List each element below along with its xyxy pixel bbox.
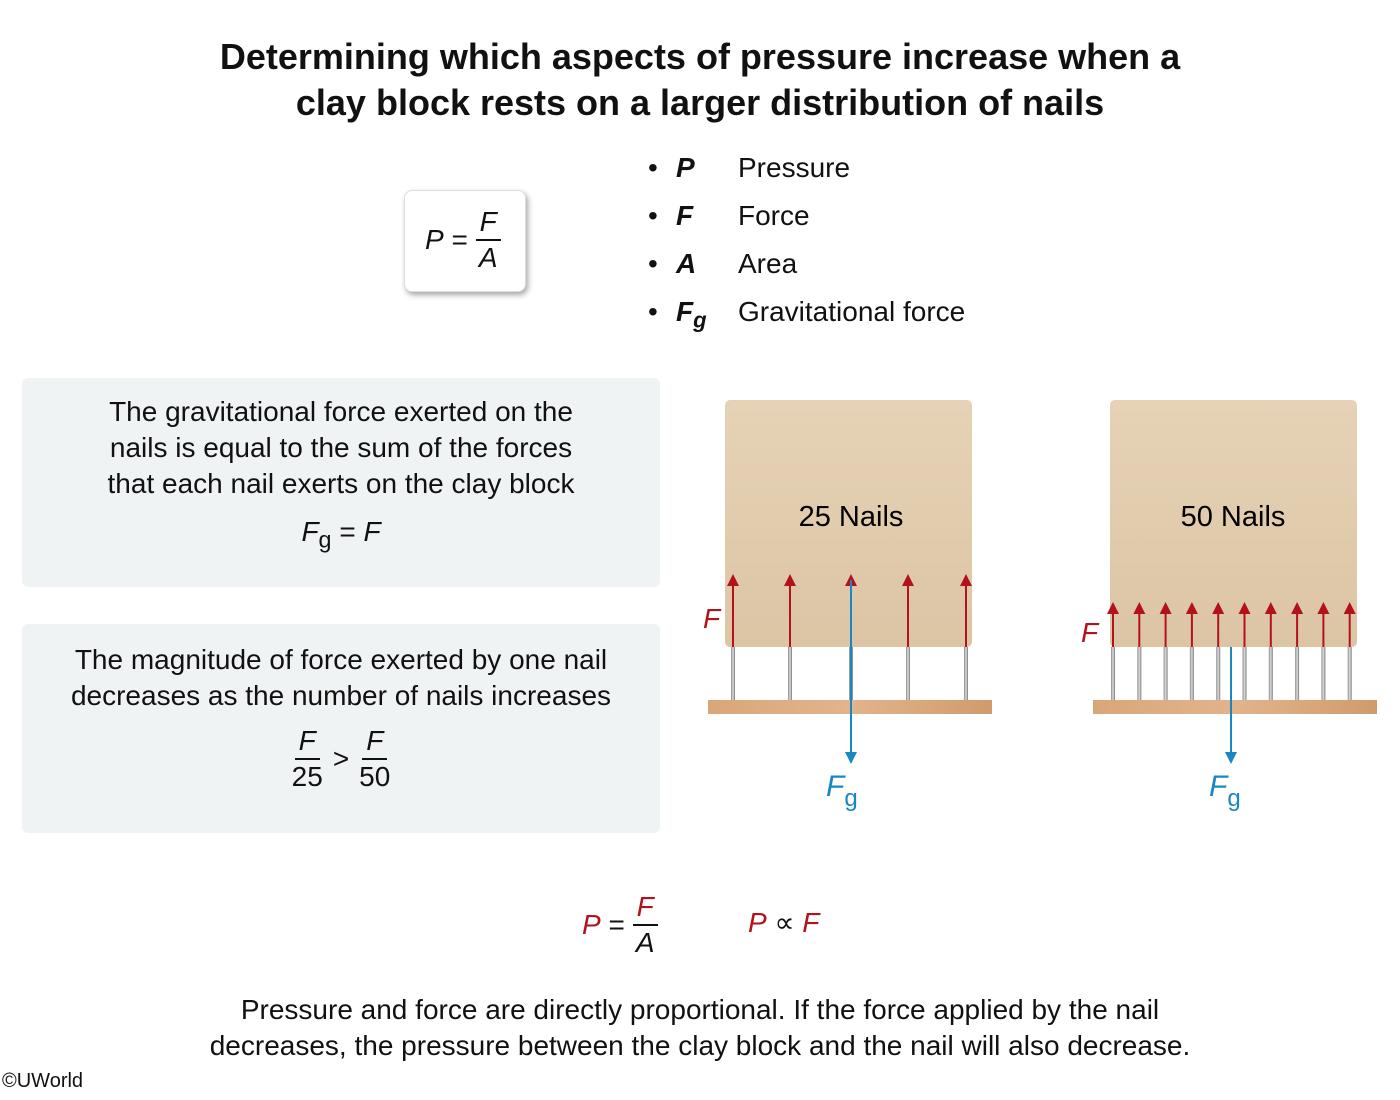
eq-f: F <box>363 516 381 547</box>
nail <box>1137 647 1142 700</box>
formula-p: P <box>425 224 444 255</box>
legend-symbol: A <box>676 248 696 286</box>
bullet: • <box>648 296 658 327</box>
block2-label: 50 Nails <box>1181 501 1286 533</box>
panel1-text: The gravitational force exerted on the n… <box>107 396 575 499</box>
nail <box>1189 647 1194 700</box>
clay-block <box>1110 400 1357 647</box>
eq-op: = <box>339 516 364 547</box>
grav-f-1: F <box>826 770 846 803</box>
bottom-num: F <box>632 890 658 926</box>
wooden-board <box>1093 700 1377 714</box>
grav-sub-2: g <box>1227 785 1240 812</box>
legend-label: Area <box>738 248 798 279</box>
formula-num: F <box>475 205 501 241</box>
eq-fg: F <box>301 516 319 547</box>
eq-g: g <box>318 526 332 553</box>
formula-den: A <box>478 242 498 273</box>
panel2-text: The magnitude of force exerted by one na… <box>70 644 612 711</box>
nail <box>1216 647 1221 700</box>
nail <box>906 647 910 700</box>
grav-f-2: F <box>1209 770 1229 803</box>
grav-label-2: Fg <box>1209 770 1241 812</box>
nail <box>1242 647 1247 700</box>
nail <box>788 647 792 700</box>
symbol: F <box>676 200 694 231</box>
nail <box>1111 647 1115 700</box>
bottom-den: A <box>635 927 655 958</box>
nail-force-panel: The magnitude of force exerted by one na… <box>22 624 660 833</box>
copyright: ©UWorld <box>2 1070 84 1092</box>
prop-f: F <box>802 907 820 938</box>
legend-symbol: Fg <box>676 296 707 334</box>
page-title: Determining which aspects of pressure in… <box>219 36 1181 123</box>
frac2-num: F <box>362 724 388 760</box>
formula-eq: = <box>451 224 468 255</box>
nail <box>1163 647 1168 700</box>
grav-label-1: Fg <box>826 770 858 812</box>
bullet: • <box>648 248 658 279</box>
symbol: A <box>676 248 697 279</box>
nail <box>1295 647 1300 700</box>
grav-sub-1: g <box>844 785 857 812</box>
legend-symbol: F <box>676 200 693 238</box>
nail <box>731 647 735 700</box>
panel1-equation: Fg = F <box>22 516 660 554</box>
bottom-eq: = <box>608 909 625 940</box>
gravity-sum-panel: The gravitational force exerted on the n… <box>22 378 660 587</box>
legend-label: Force <box>738 200 810 231</box>
caption: Pressure and force are directly proporti… <box>209 994 1191 1061</box>
proportional-formula: P ∝ F <box>748 906 819 939</box>
greater-than: > <box>332 743 350 774</box>
frac1-num: F <box>294 724 320 760</box>
prop-symbol: ∝ <box>774 907 795 938</box>
symbol: P <box>676 152 695 183</box>
force-label-1: F <box>703 603 722 634</box>
frac1-den: 25 <box>291 761 323 792</box>
nail <box>1268 647 1273 700</box>
symbol: F <box>676 296 694 327</box>
nail <box>964 647 968 700</box>
legend-label: Gravitational force <box>738 296 966 327</box>
nail <box>1321 647 1326 700</box>
symbol-sub: g <box>693 307 707 333</box>
frac2-den: 50 <box>359 761 391 792</box>
legend-label: Pressure <box>738 152 851 183</box>
bottom-p: P <box>582 909 601 940</box>
force-label-2: F <box>1081 617 1100 648</box>
legend-symbol: P <box>676 152 695 190</box>
prop-p: P <box>748 907 767 938</box>
block1-label: 25 Nails <box>799 501 904 533</box>
bullet: • <box>648 200 658 231</box>
nail <box>1347 647 1352 700</box>
bullet: • <box>648 152 658 183</box>
